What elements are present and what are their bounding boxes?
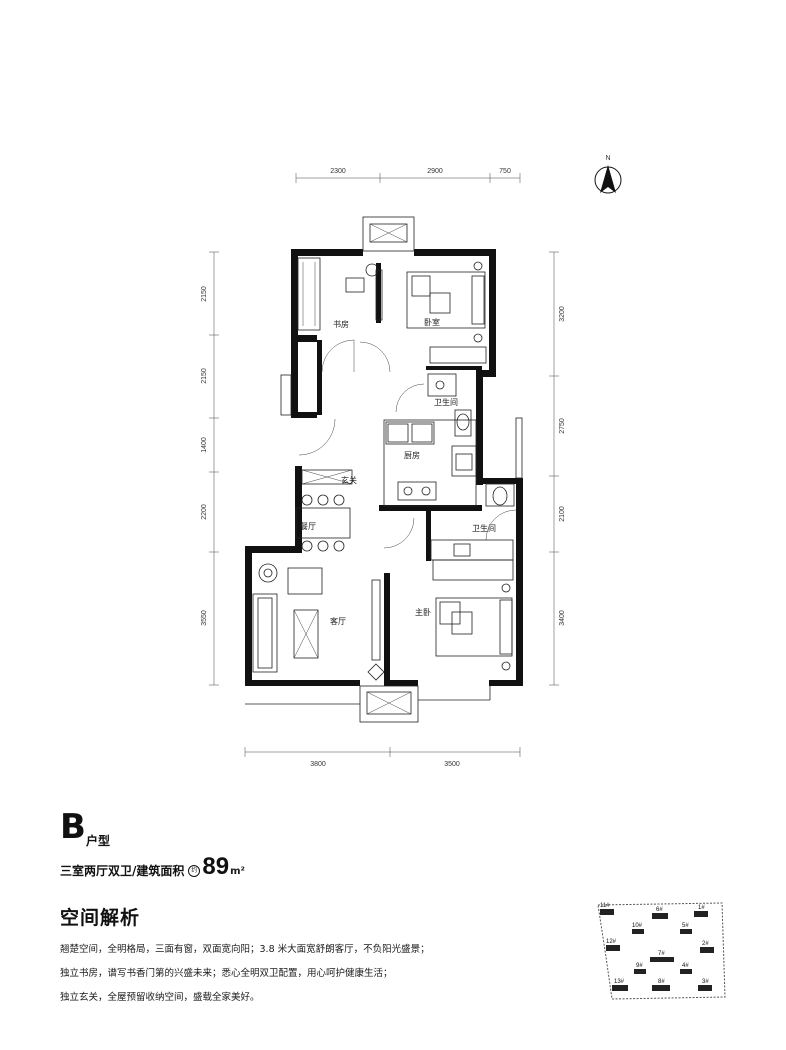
description-line-2: 独立书房，谱写书香门第的兴盛未来；悉心全明双卫配置，用心呵护健康生活； xyxy=(60,968,393,979)
room-label-living: 客厅 xyxy=(330,616,346,626)
doors xyxy=(298,339,517,549)
building-11: 11# xyxy=(600,903,610,909)
living-furniture xyxy=(252,563,385,681)
dim-right-1: 3200 xyxy=(559,306,566,322)
bedroom-furniture xyxy=(406,261,487,364)
dim-left-4: 2200 xyxy=(201,504,208,520)
building-3: 3# xyxy=(702,979,709,985)
building-6: 6# xyxy=(656,907,663,913)
dim-top-1: 2300 xyxy=(330,168,346,175)
right-dimensions: 3200 2750 2100 3400 xyxy=(549,251,566,686)
bottom-dimensions: 3800 3500 xyxy=(244,747,521,768)
bath2-fixtures xyxy=(430,483,515,561)
room-label-foyer: 玄关 xyxy=(341,475,357,485)
room-label-bath1: 卫生间 xyxy=(434,397,458,407)
room-label-kitchen: 厨房 xyxy=(404,450,420,460)
dim-top-2: 2900 xyxy=(427,168,443,175)
floor-plan: 2300 2900 750 3800 3500 2150 2150 1400 2… xyxy=(201,155,622,768)
unit-spec-text: 三室两厅双卫/建筑面积 xyxy=(60,864,185,878)
building-13: 13# xyxy=(614,979,625,985)
building-2: 2# xyxy=(702,941,709,947)
kitchen-fixtures xyxy=(383,419,477,507)
walls xyxy=(245,249,523,686)
dim-right-4: 3400 xyxy=(559,610,566,626)
building-4: 4# xyxy=(682,963,689,969)
unit-area-value: 89 xyxy=(202,853,230,880)
description-line-3: 独立玄关，全屋预留收纳空间，盛载全家美好。 xyxy=(60,992,260,1003)
svg-text:N: N xyxy=(605,155,610,162)
bath1-fixtures xyxy=(427,373,472,437)
dim-left-3: 1400 xyxy=(201,437,208,453)
dim-bottom-2: 3500 xyxy=(444,761,460,768)
room-label-bedroom: 卧室 xyxy=(424,317,440,327)
room-label-bath2: 卫生间 xyxy=(472,523,496,533)
top-dimensions: 2300 2900 750 xyxy=(295,168,521,183)
section-title: 空间解析 xyxy=(60,907,141,929)
study-furniture xyxy=(297,257,383,331)
unit-spec: 三室两厅双卫/建筑面积 约 89 m² xyxy=(60,853,245,879)
windows xyxy=(245,216,523,723)
room-label-master: 主卧 xyxy=(415,607,431,617)
building-7: 7# xyxy=(658,951,665,957)
master-furniture xyxy=(432,559,514,671)
description-line-1: 翘楚空间，全明格局，三面有窗，双面宽向阳；3.8 米大面宽舒朗客厅，不负阳光盛景… xyxy=(60,944,430,955)
dim-right-2: 2750 xyxy=(559,418,566,434)
room-labels: 书房 卧室 卫生间 厨房 玄关 餐厅 卫生间 客厅 主卧 xyxy=(300,317,496,626)
dim-top-3: 750 xyxy=(499,168,511,175)
building-9: 9# xyxy=(636,963,643,969)
dim-bottom-1: 3800 xyxy=(310,761,326,768)
building-10: 10# xyxy=(632,923,643,929)
room-label-study: 书房 xyxy=(333,319,349,329)
dim-left-1: 2150 xyxy=(201,286,208,302)
north-arrow-icon: N xyxy=(594,155,622,194)
left-dimensions: 2150 2150 1400 2200 3550 xyxy=(201,251,219,686)
unit-area-unit: m² xyxy=(230,866,245,877)
building-8: 8# xyxy=(658,979,665,985)
unit-type-label: 户型 xyxy=(86,834,111,848)
unit-about-badge: 约 xyxy=(188,865,201,877)
dim-right-3: 2100 xyxy=(559,506,566,522)
unit-type-letter: B xyxy=(60,807,86,847)
dim-left-2: 2150 xyxy=(201,368,208,384)
dining-furniture xyxy=(295,469,353,552)
building-5: 5# xyxy=(682,923,689,929)
building-12: 12# xyxy=(606,939,617,945)
dim-left-5: 3550 xyxy=(201,610,208,626)
building-1: 1# xyxy=(698,905,705,911)
site-key-plan: 11# 6# 1# 10# 5# 12# 7# 2# 9# 4# 13# 8# … xyxy=(597,902,726,1000)
room-label-dining: 餐厅 xyxy=(300,522,316,531)
